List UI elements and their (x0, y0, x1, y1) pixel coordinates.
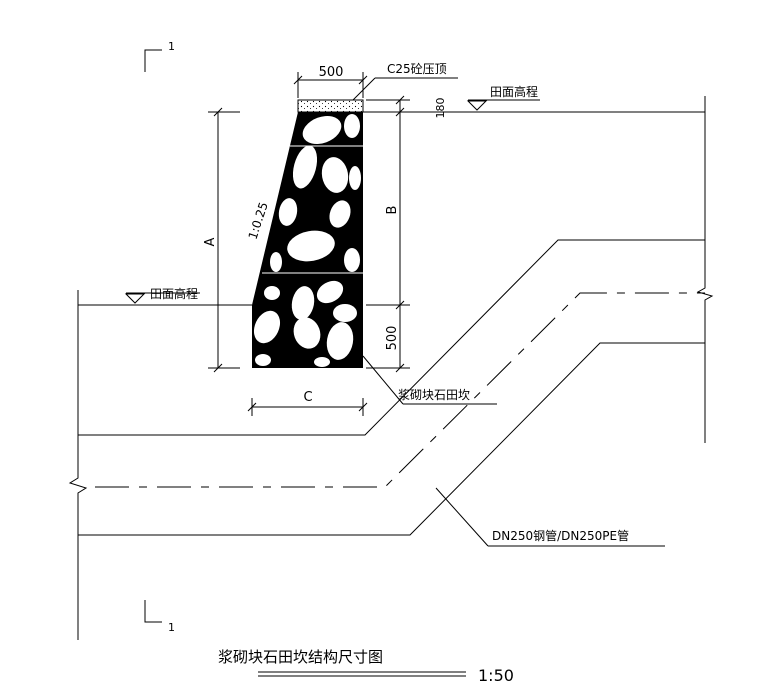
pipe-leader-line (435, 487, 489, 547)
lower-level-marker (124, 292, 200, 304)
wall-leader-line (362, 355, 404, 405)
section-mark-top-label: 1 (168, 40, 175, 53)
cap-material-label: C25砼压顶 (387, 62, 447, 76)
rubble-wall (252, 112, 363, 368)
left-break-line (68, 290, 88, 640)
drawing-title: 浆砌块石田坎结构尺寸图 (218, 648, 383, 666)
upper-level-label: 田面高程 (490, 84, 538, 99)
section-mark-bottom-label: 1 (168, 621, 175, 634)
lower-level-label: 田面高程 (150, 286, 198, 301)
drawing-scale: 1:50 (478, 666, 514, 685)
concrete-cap (297, 99, 364, 113)
trench-lower-line (78, 342, 705, 536)
pipe-note-label: DN250钢管/DN250PE管 (492, 528, 629, 543)
upper-level-marker (466, 99, 540, 111)
pipe-centerline (95, 292, 705, 488)
wall-material-label: 浆砌块石田坎 (398, 387, 470, 402)
cap-width-label: 500 (319, 65, 344, 80)
dim-a-label: A (203, 237, 218, 246)
section-mark-bottom-bracket (144, 600, 162, 623)
dim-b-label: B (385, 206, 400, 215)
dim-c-label: C (303, 390, 312, 405)
right-break-line (696, 96, 714, 443)
bottom-width-dimension (247, 398, 368, 416)
cap-leader-line (352, 77, 376, 101)
footing-depth-label: 500 (385, 326, 400, 351)
left-vertical-dimension (208, 107, 240, 373)
cap-width-dimension (293, 72, 368, 98)
section-mark-top-bracket (144, 49, 162, 72)
trench-upper-line (78, 239, 705, 436)
cap-thickness-label: 180 (434, 98, 447, 119)
slope-ratio-label: 1:0.25 (246, 200, 271, 241)
